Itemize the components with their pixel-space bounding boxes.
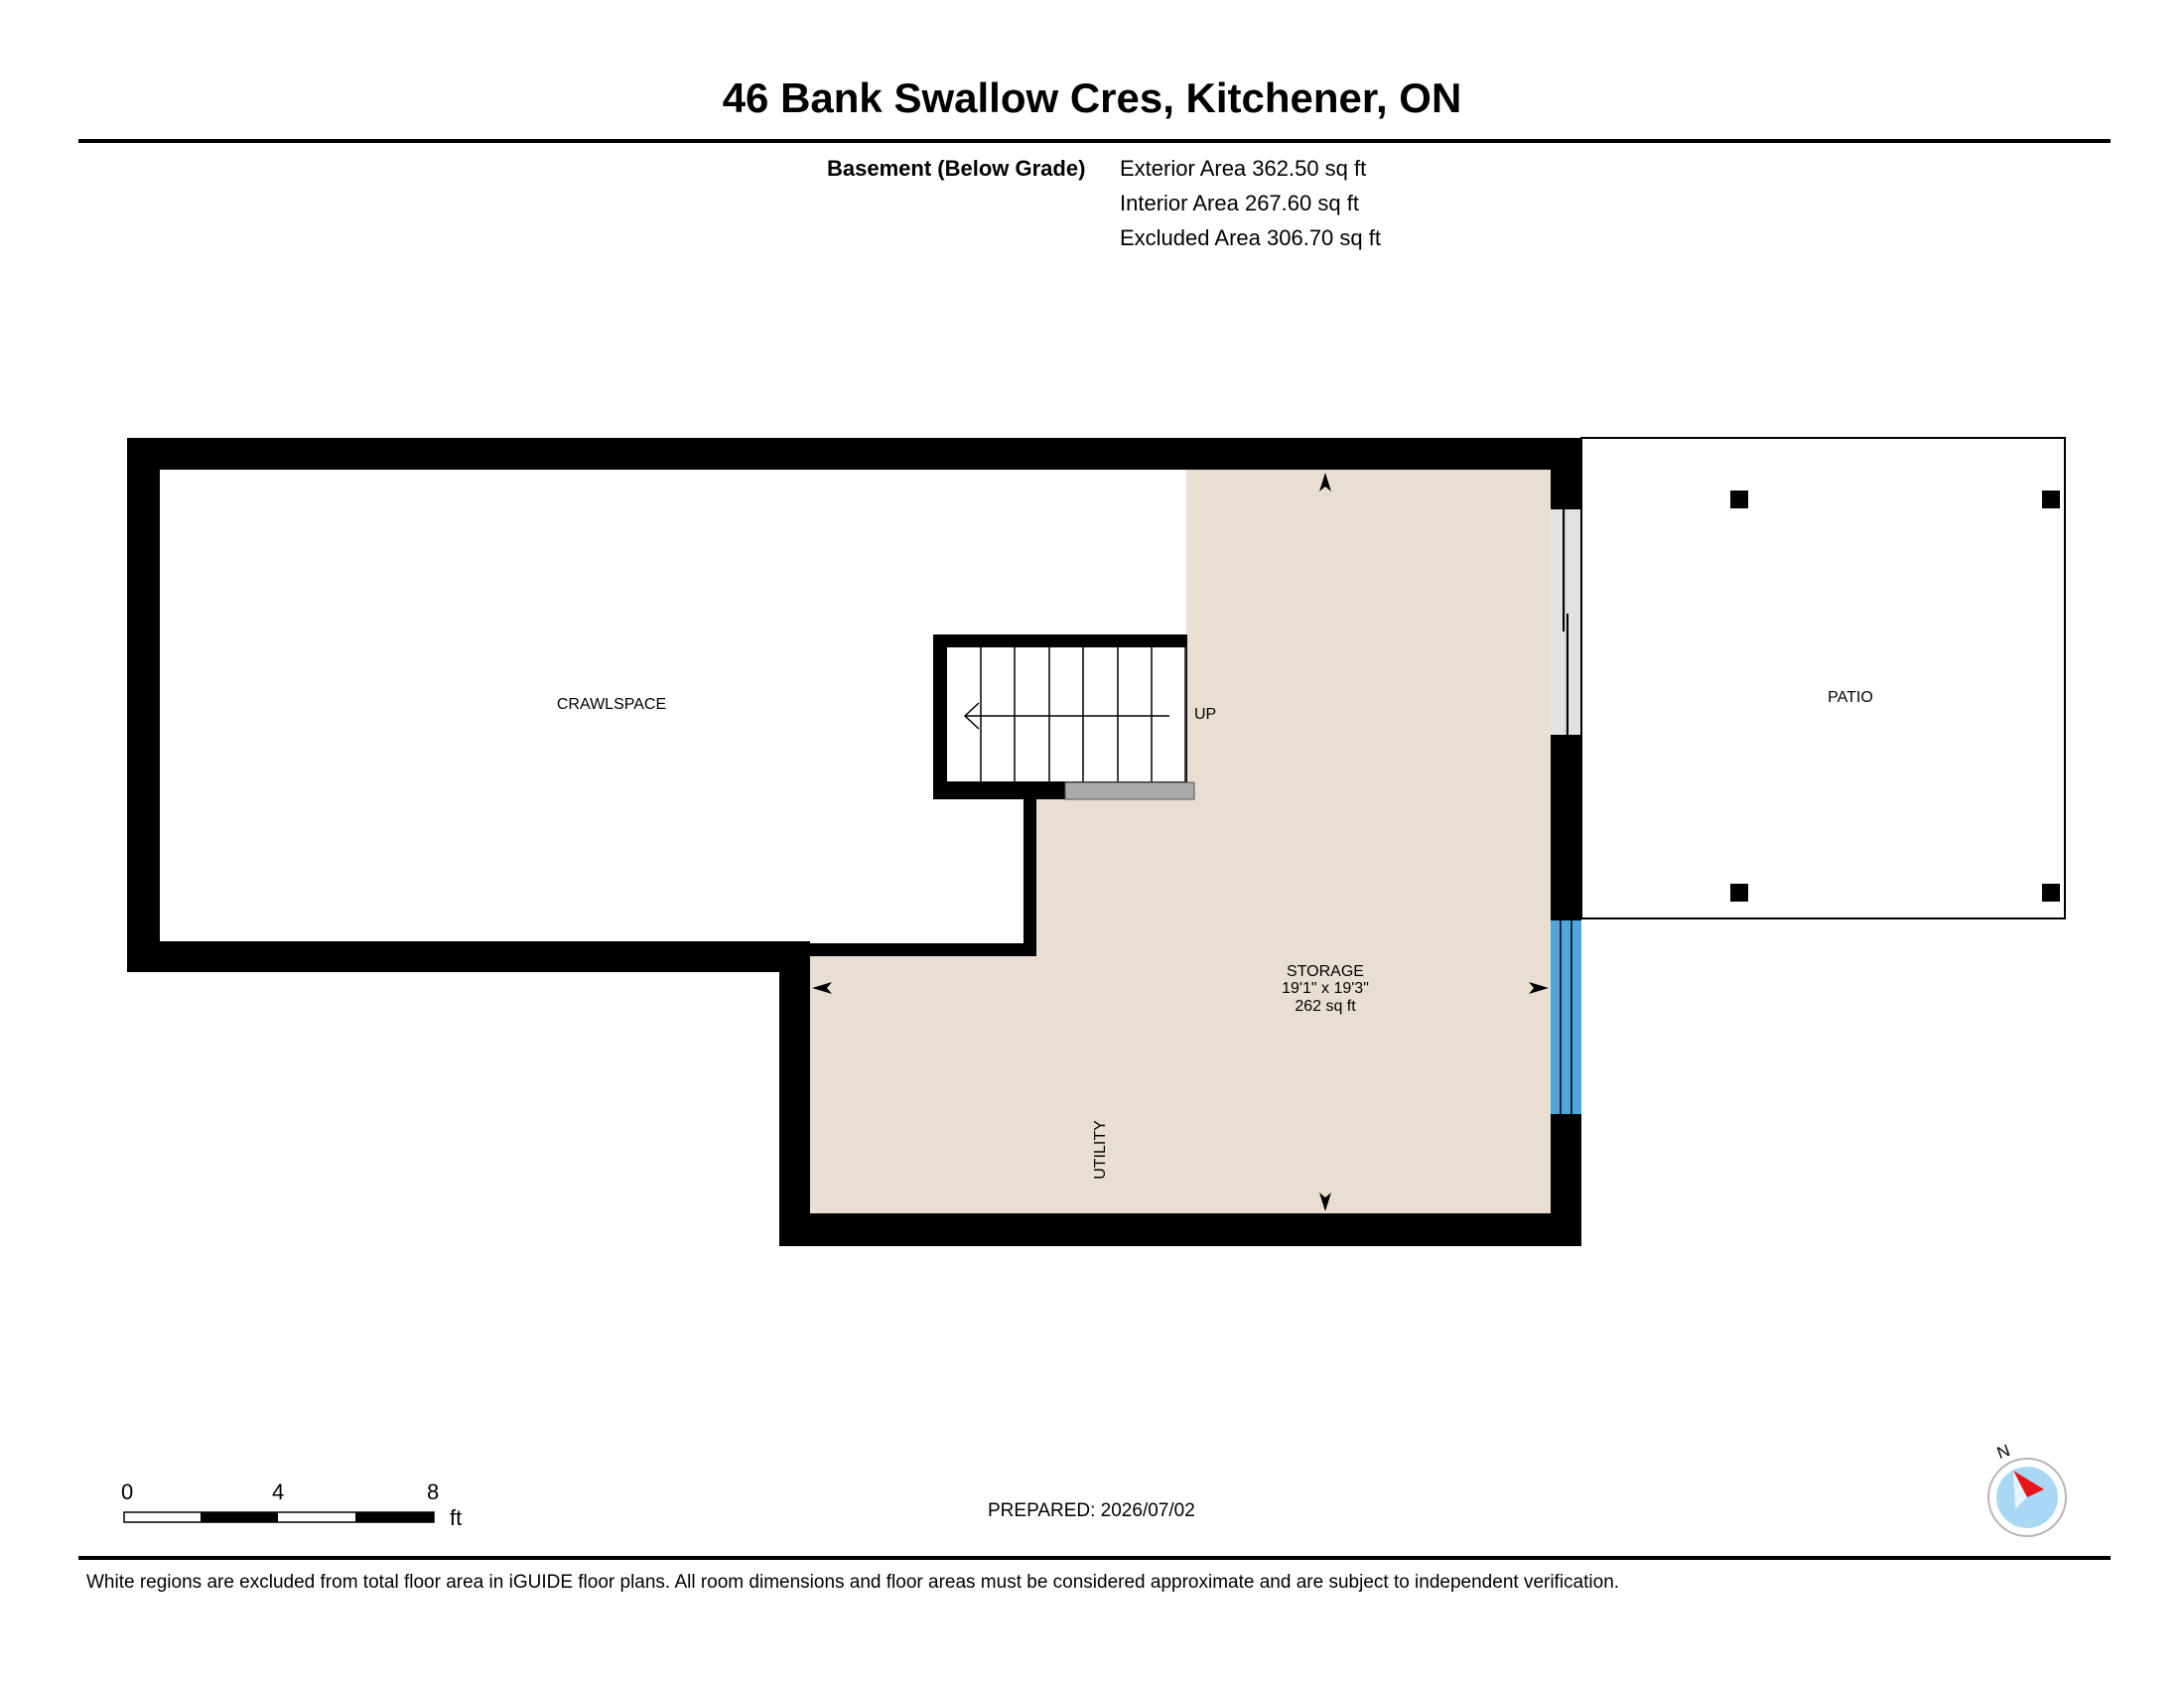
- storage-label: STORAGE: [1287, 963, 1364, 980]
- interior-area: Interior Area 267.60 sq ft: [1120, 191, 1359, 215]
- compass-north-label: N: [1994, 1441, 2012, 1463]
- scale-tick-0: 0: [121, 1479, 134, 1504]
- crawlspace-label: CRAWLSPACE: [557, 696, 666, 713]
- utility-label: UTILITY: [1092, 1120, 1109, 1180]
- dimension-arrows: [812, 473, 1549, 1211]
- scale-bar: [123, 1511, 435, 1523]
- exterior-area: Exterior Area 362.50 sq ft: [1120, 156, 1367, 181]
- page-title: 46 Bank Swallow Cres, Kitchener, ON: [722, 74, 1462, 121]
- scale-unit: ft: [450, 1505, 463, 1530]
- crawlspace-partition-horizontal: [779, 943, 1036, 956]
- storage-area: 262 sq ft: [1295, 998, 1356, 1015]
- stairs-up-label: UP: [1194, 706, 1216, 723]
- footer-divider: [78, 1556, 2111, 1560]
- prepared-date: PREPARED: 2026/07/02: [988, 1500, 1195, 1521]
- patio-posts: [1730, 491, 2060, 902]
- exterior-walls: [127, 438, 1581, 1246]
- patio-outline: [1580, 437, 2066, 919]
- crawlspace-partition-vertical: [1024, 799, 1036, 956]
- compass-icon: [1987, 1458, 2067, 1537]
- excluded-area: Excluded Area 306.70 sq ft: [1120, 225, 1381, 250]
- header-divider: [78, 139, 2111, 143]
- level-name: Basement (Below Grade): [827, 156, 1086, 181]
- window: [1551, 920, 1581, 1114]
- patio-door: [1551, 509, 1581, 735]
- storage-dimensions: 19'1" x 19'3": [1282, 980, 1369, 997]
- scale-tick-4: 4: [272, 1479, 285, 1504]
- disclaimer-text: White regions are excluded from total fl…: [86, 1572, 1620, 1593]
- staircase: [933, 634, 1195, 800]
- patio-label: PATIO: [1828, 689, 1873, 706]
- storage-room-fill: [809, 470, 1551, 1213]
- scale-tick-8: 8: [427, 1479, 440, 1504]
